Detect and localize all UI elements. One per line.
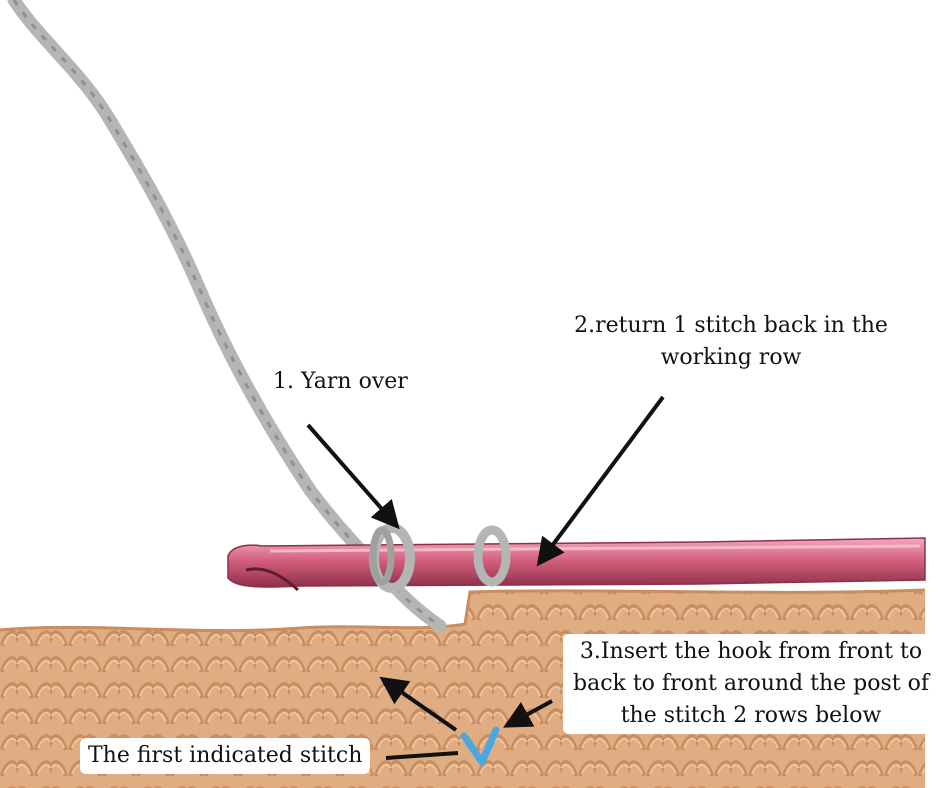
arrow-insert-left [379,676,458,732]
label-step2-line1: 2.return 1 stitch back in the [574,313,888,338]
label-step2-line2: working row [660,345,802,370]
label-step1: 1. Yarn over [273,369,408,394]
label-first-stitch: The first indicated stitch [80,738,371,774]
label-step3-line2: back to front around the post of [573,671,929,696]
arrow-insert-right [503,699,553,728]
arrow-yarn-over [306,423,400,530]
arrow-first-stitch [385,751,459,760]
label-step3-line1: 3.Insert the hook from front to [579,639,923,664]
label-step3: 3.Insert the hook from front to back to … [563,634,939,734]
arrow-return-stitch [536,395,665,567]
label-step3-line3: the stitch 2 rows below [620,703,882,728]
hook-throat [245,567,300,592]
label-step2: 2.return 1 stitch back in the working ro… [560,310,902,374]
fabric-top-edge [0,588,926,633]
stitch-marker [460,726,500,766]
